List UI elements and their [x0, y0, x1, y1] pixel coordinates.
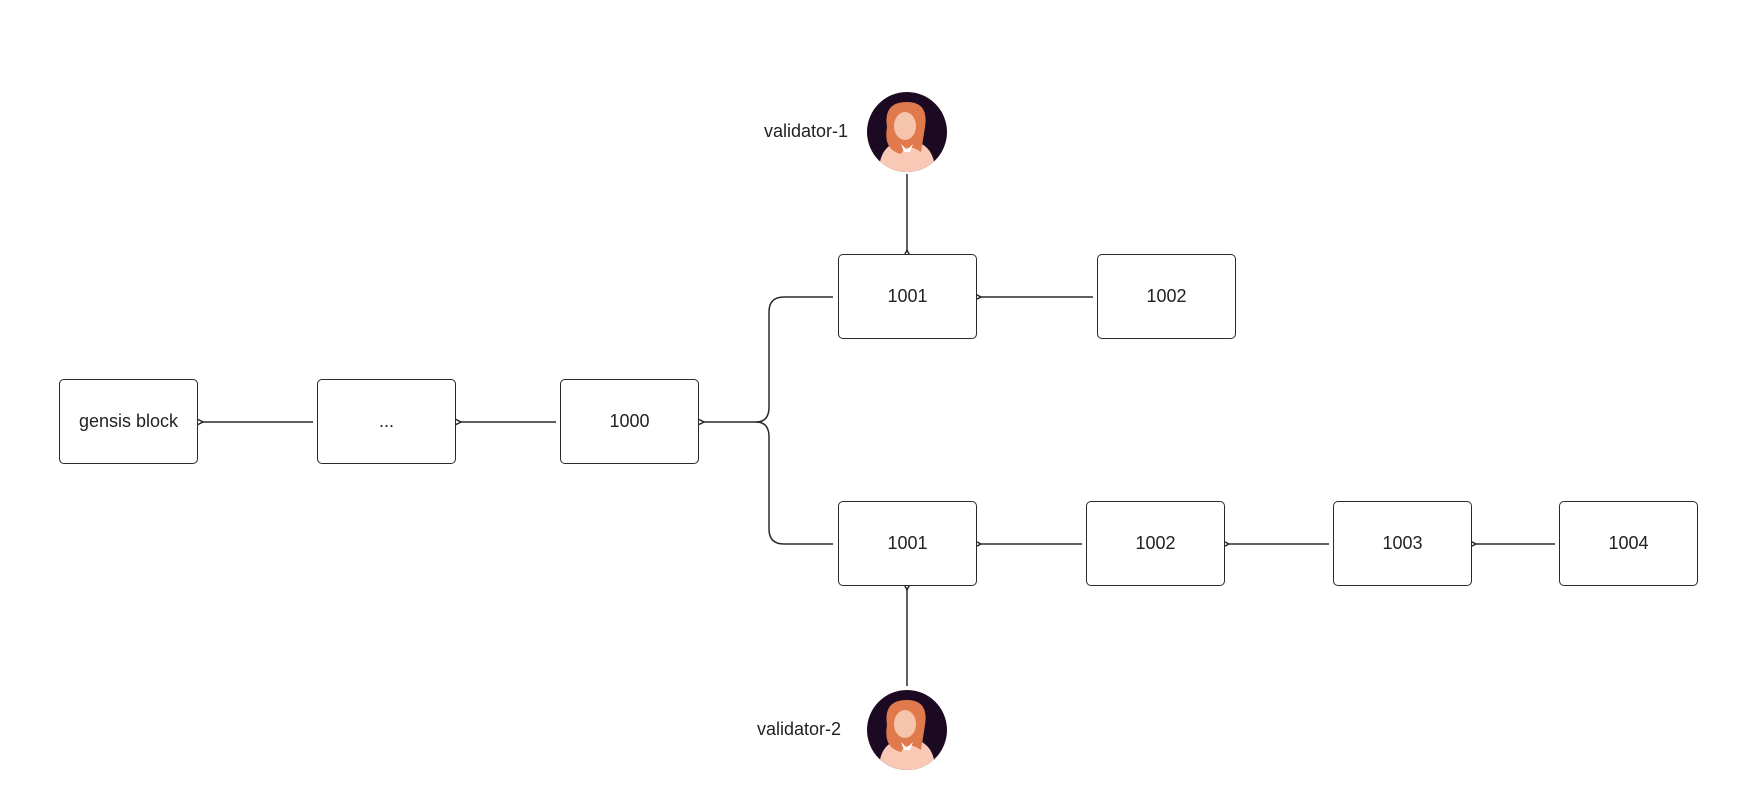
upper-block-1001: 1001 [838, 254, 977, 339]
lower-block-1002: 1002 [1086, 501, 1225, 586]
fork-connector-lower [755, 421, 833, 545]
lower-block-1001: 1001 [838, 501, 977, 586]
ellipsis-block: ... [317, 379, 456, 464]
fork-connector-upper [755, 296, 833, 423]
genesis-block: gensis block [59, 379, 198, 464]
validator-1-label: validator-1 [764, 121, 849, 141]
validator-2-avatar-icon [867, 690, 947, 770]
validator-2-label: validator-2 [757, 719, 842, 739]
upper-block-1002: 1002 [1097, 254, 1236, 339]
block-1000: 1000 [560, 379, 699, 464]
validator-1-avatar-icon [867, 92, 947, 172]
lower-block-1003: 1003 [1333, 501, 1472, 586]
lower-block-1004: 1004 [1559, 501, 1698, 586]
